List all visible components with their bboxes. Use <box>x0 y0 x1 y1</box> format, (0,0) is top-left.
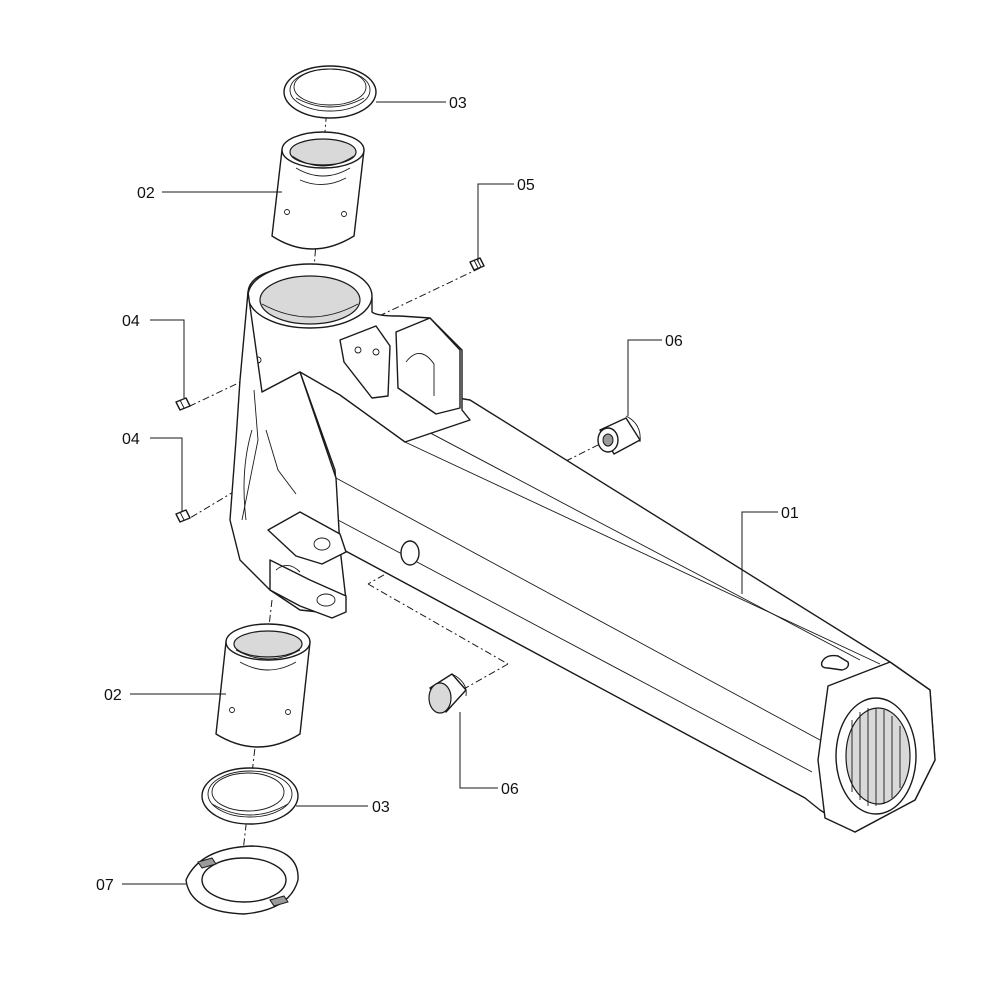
bushing-bottom <box>215 623 311 748</box>
callout-03-top: 03 <box>449 95 467 112</box>
callout-03-bottom: 03 <box>372 799 390 816</box>
callout-04-lower: 04 <box>122 431 140 448</box>
thrust-washer-07 <box>185 845 299 915</box>
callout-07: 07 <box>96 877 114 894</box>
grease-nipple-05 <box>469 257 485 271</box>
bushing-top <box>271 131 365 250</box>
callout-04-upper: 04 <box>122 313 140 330</box>
grease-nipple-04-lower <box>175 509 191 523</box>
arm-housing-01 <box>229 263 936 833</box>
seal-ring-bottom <box>201 767 299 825</box>
callout-02-top: 02 <box>137 185 155 202</box>
callout-06-lower: 06 <box>501 781 519 798</box>
seal-ring-top <box>283 65 377 119</box>
callout-05: 05 <box>517 177 535 194</box>
callout-01: 01 <box>781 505 799 522</box>
callout-labels: 03 02 05 04 04 06 01 02 03 06 07 <box>96 95 799 894</box>
callout-02-bottom: 02 <box>104 687 122 704</box>
plug-06-lower <box>428 673 467 714</box>
callout-06-upper: 06 <box>665 333 683 350</box>
leader-lines <box>122 101 778 885</box>
plug-06-upper <box>597 415 641 455</box>
grease-nipple-04-upper <box>175 397 191 411</box>
